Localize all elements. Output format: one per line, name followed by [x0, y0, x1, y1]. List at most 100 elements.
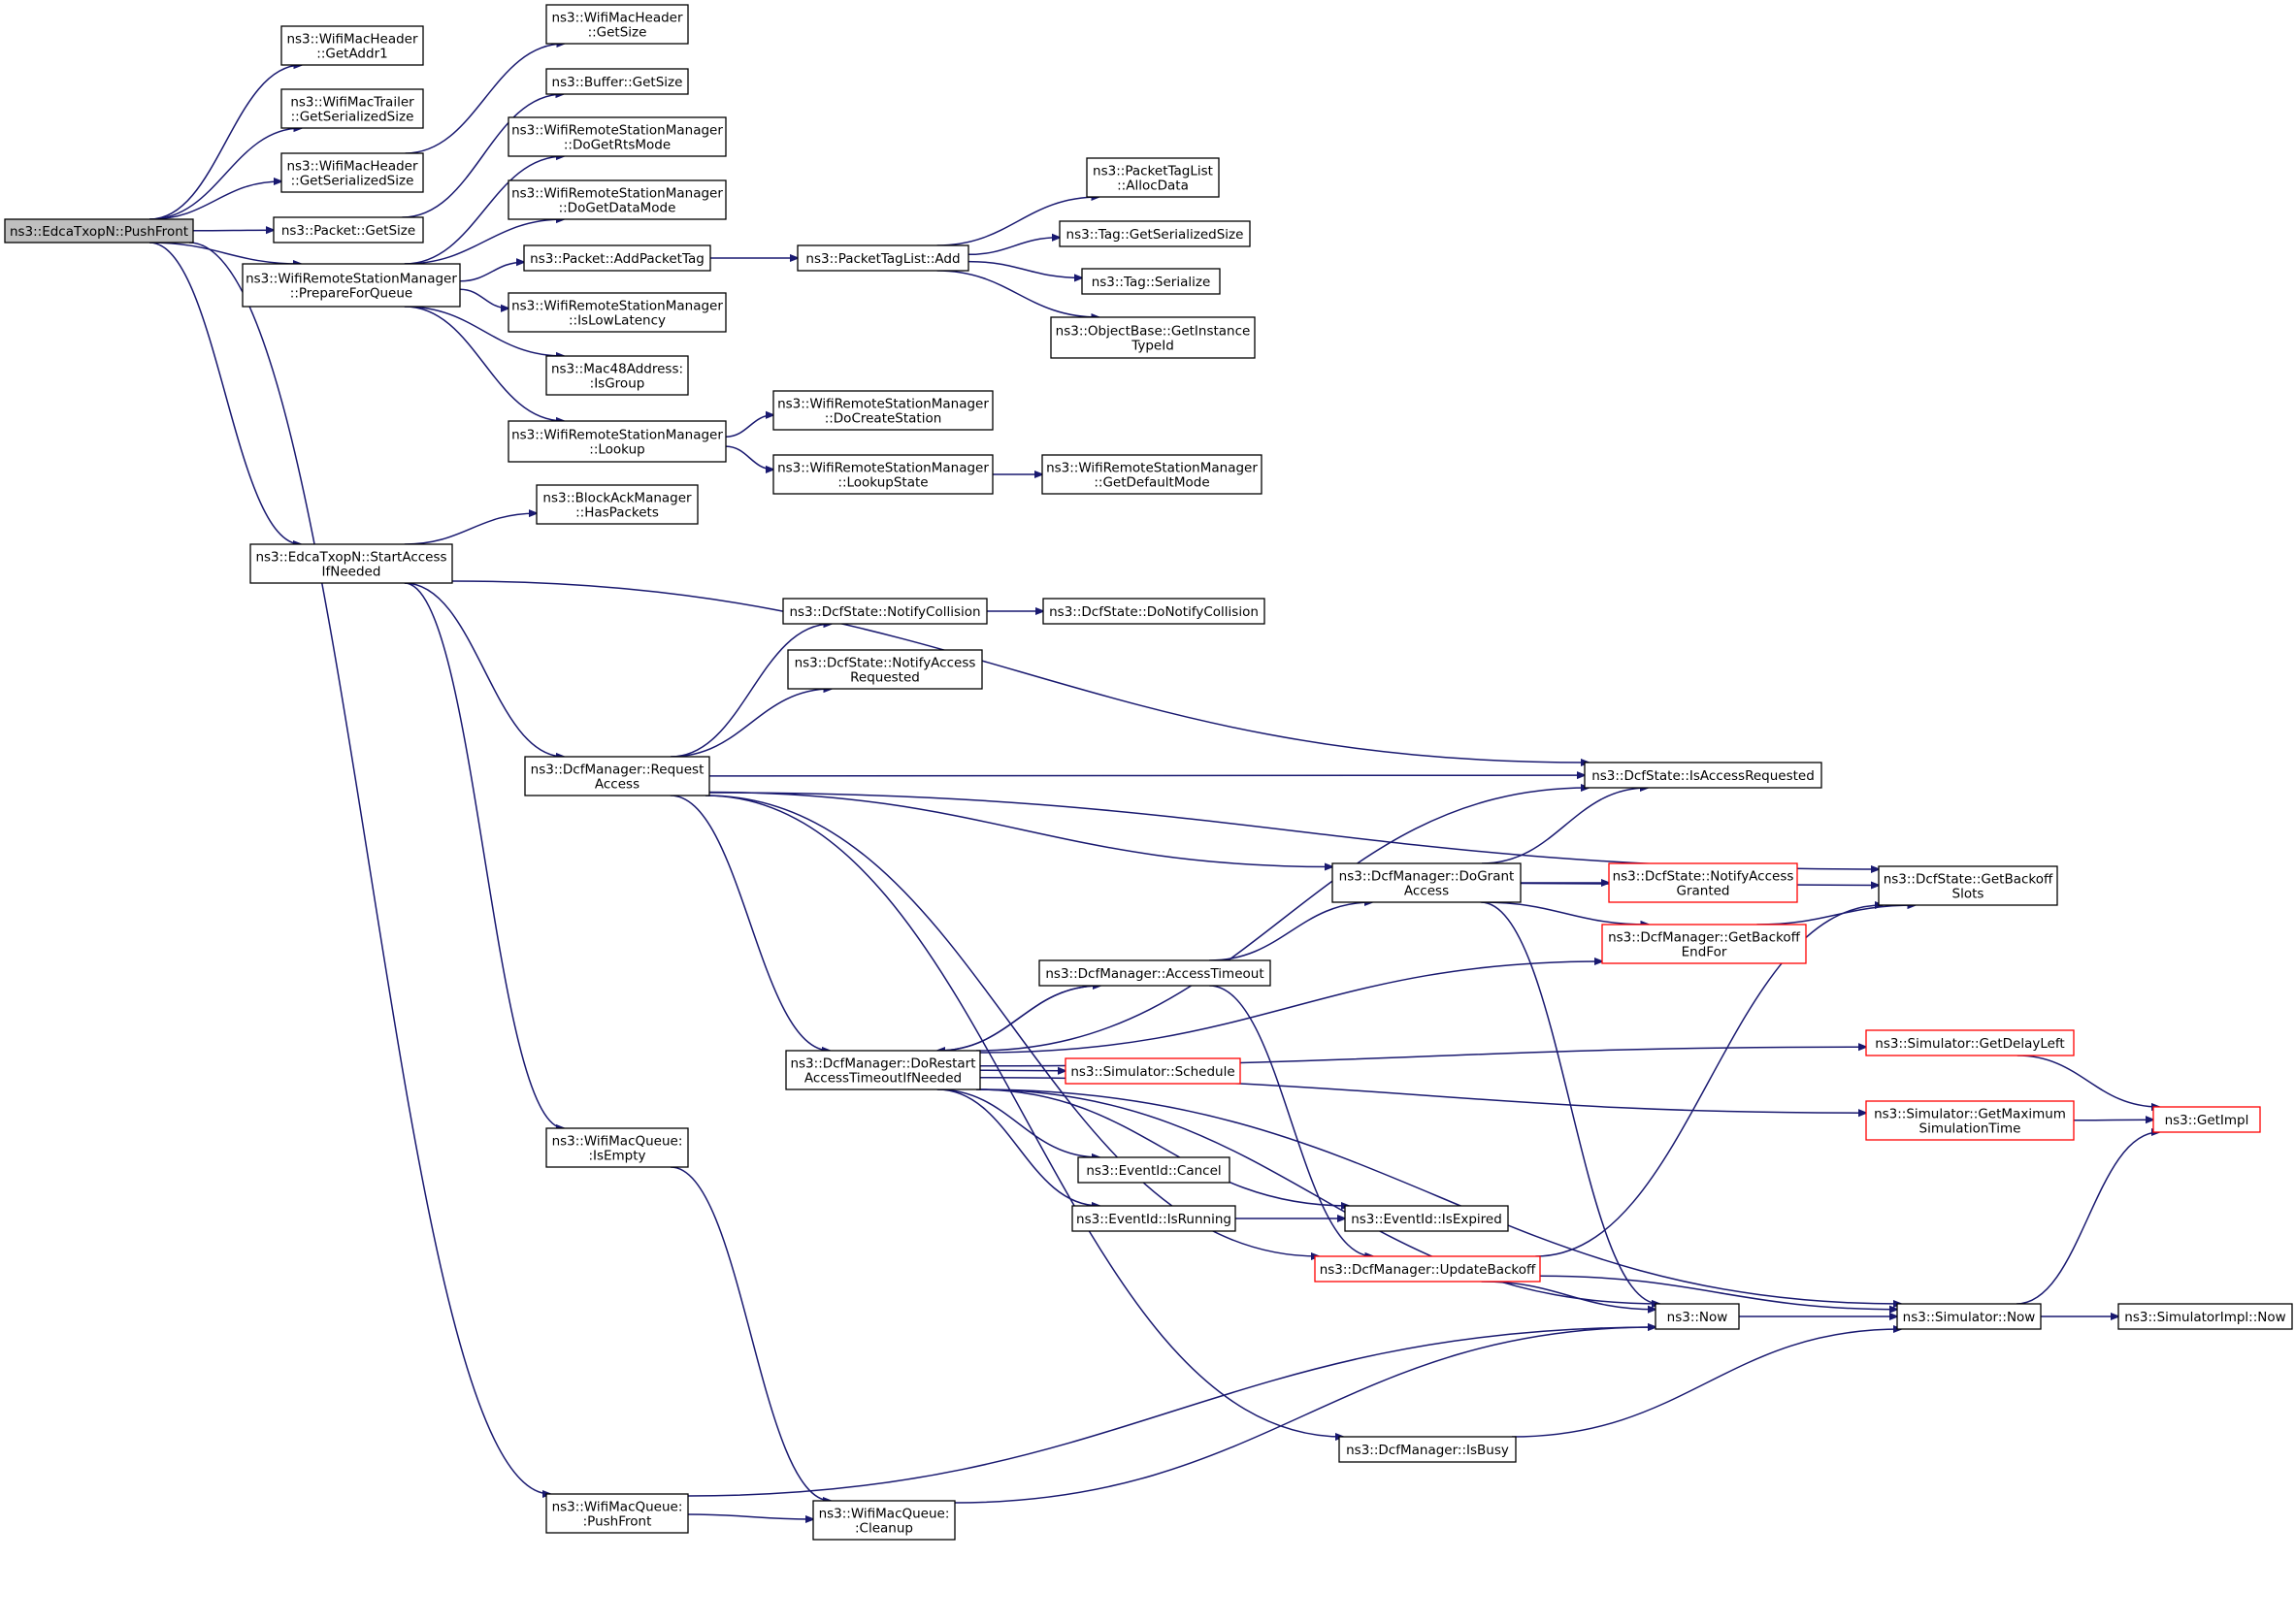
node-docreate[interactable]: ns3::WifiRemoteStationManager::DoCreateS…: [772, 390, 994, 431]
node-tag_size[interactable]: ns3::Tag::GetSerializedSize: [1059, 220, 1251, 247]
edge-requestaccess-to-notifycoll: [671, 624, 832, 758]
node-isbusy[interactable]: ns3::DcfManager::IsBusy: [1338, 1436, 1517, 1463]
node-dogetdata[interactable]: ns3::WifiRemoteStationManager::DoGetData…: [508, 179, 727, 220]
node-docreate-label: ::DoCreateStation: [825, 411, 942, 427]
node-dogetrts[interactable]: ns3::WifiRemoteStationManager::DoGetRtsM…: [508, 116, 727, 157]
node-getaddr1[interactable]: ns3::WifiMacHeader::GetAddr1: [280, 25, 424, 66]
node-isaccessreq[interactable]: ns3::DcfState::IsAccessRequested: [1584, 762, 1822, 789]
node-lookupstate[interactable]: ns3::WifiRemoteStationManager::LookupSta…: [772, 454, 994, 495]
node-accesstimeout[interactable]: ns3::DcfManager::AccessTimeout: [1038, 959, 1271, 987]
node-dogrant-label: Access: [1404, 884, 1449, 899]
node-ptl_add-box: [797, 244, 969, 272]
node-updatebackoff[interactable]: ns3::DcfManager::UpdateBackoff: [1314, 1255, 1541, 1283]
node-ptl_add[interactable]: ns3::PacketTagList::Add: [797, 244, 969, 272]
edge-dorestart-to-simnow: [975, 1088, 1901, 1304]
edge-pkt_getsize-to-buf_getsize: [402, 94, 563, 218]
node-cleanup-label: :Cleanup: [855, 1521, 913, 1537]
node-implnow-label: ns3::SimulatorImpl::Now: [2124, 1310, 2285, 1325]
node-getdelayleft-box: [1865, 1029, 2075, 1056]
node-notifycoll[interactable]: ns3::DcfState::NotifyCollision: [782, 598, 988, 625]
node-ptl_alloc-box: [1086, 157, 1220, 198]
node-wmq_isempty-box: [545, 1127, 689, 1168]
node-evcancel-label: ns3::EventId::Cancel: [1086, 1163, 1221, 1179]
node-islowlat[interactable]: ns3::WifiRemoteStationManager::IsLowLate…: [508, 292, 727, 333]
node-ptl_alloc[interactable]: ns3::PacketTagList::AllocData: [1086, 157, 1220, 198]
edge-startaccess-to-isaccessreq: [451, 580, 1589, 763]
node-getdefmode-box: [1041, 454, 1262, 495]
node-evrunning[interactable]: ns3::EventId::IsRunning: [1071, 1205, 1236, 1232]
edge-dorestart-to-isaccessreq: [975, 788, 1589, 1052]
node-islowlat-box: [508, 292, 727, 333]
node-hasframes[interactable]: ns3::BlockAckManager::HasPackets: [536, 484, 699, 525]
node-hdr_getsize[interactable]: ns3::WifiMacHeader::GetSize: [545, 4, 689, 45]
node-donotifycoll[interactable]: ns3::DcfState::DoNotifyCollision: [1042, 598, 1265, 625]
node-notifyaccessreq-label: Requested: [850, 670, 920, 686]
node-getdelayleft[interactable]: ns3::Simulator::GetDelayLeft: [1865, 1029, 2075, 1056]
edge-isbusy-to-simnow: [1511, 1329, 1901, 1438]
node-notifygranted-label: Granted: [1676, 884, 1729, 899]
node-now-label: ns3::Now: [1667, 1310, 1728, 1325]
node-getaddr1-box: [280, 25, 424, 66]
edge-pushfront-to-startaccess: [148, 242, 301, 544]
edge-cleanup-to-now: [954, 1327, 1656, 1504]
edge-requestaccess-to-dorestart: [670, 795, 830, 1051]
node-lookup[interactable]: ns3::WifiRemoteStationManager::Lookup: [508, 420, 727, 463]
node-implnow[interactable]: ns3::SimulatorImpl::Now: [2117, 1303, 2293, 1330]
edge-dogrant-to-getbackoffend: [1482, 901, 1649, 925]
node-dogetdata-label: ::DoGetDataMode: [559, 201, 676, 216]
node-islowlat-label: ::IsLowLatency: [569, 313, 666, 329]
node-getinstance-label: TypeId: [1131, 339, 1174, 354]
node-getdefmode[interactable]: ns3::WifiRemoteStationManager::GetDefaul…: [1041, 454, 1262, 495]
node-getimpl[interactable]: ns3::GetImpl: [2152, 1106, 2261, 1133]
edge-startaccess-to-wmq_isempty: [404, 582, 564, 1128]
node-isgroup[interactable]: ns3::Mac48Address::IsGroup: [545, 355, 689, 396]
node-getaddr1-label: ::GetAddr1: [316, 47, 387, 62]
node-cleanup[interactable]: ns3::WifiMacQueue::Cleanup: [812, 1500, 956, 1541]
node-getinstance-box: [1050, 316, 1256, 359]
node-wmq_pushfront-label: ns3::WifiMacQueue:: [552, 1500, 683, 1515]
node-simnow[interactable]: ns3::Simulator::Now: [1896, 1303, 2042, 1330]
node-dogetrts-box: [508, 116, 727, 157]
node-pkt_getsize[interactable]: ns3::Packet::GetSize: [273, 216, 424, 244]
edge-dorestart-to-accesstimeout: [936, 986, 1100, 1052]
edge-dorestart-to-getbackoffend: [979, 961, 1602, 1054]
node-notifygranted-label: ns3::DcfState::NotifyAccess: [1613, 869, 1794, 885]
node-tag_ser[interactable]: ns3::Tag::Serialize: [1081, 268, 1221, 295]
node-prepare[interactable]: ns3::WifiRemoteStationManager::PrepareFo…: [242, 263, 461, 308]
node-hdr_size[interactable]: ns3::WifiMacHeader::GetSerializedSize: [280, 152, 424, 193]
node-addpackettag-label: ns3::Packet::AddPacketTag: [530, 251, 705, 267]
edge-requestaccess-to-isaccessreq: [708, 775, 1585, 776]
node-ptl_alloc-label: ::AllocData: [1117, 179, 1189, 194]
node-isbusy-box: [1338, 1436, 1517, 1463]
node-evcancel[interactable]: ns3::EventId::Cancel: [1077, 1156, 1230, 1184]
node-wmq_pushfront[interactable]: ns3::WifiMacQueue::PushFront: [545, 1493, 689, 1534]
edge-dorestart-to-now: [975, 1088, 1659, 1304]
node-dorestart-label: AccessTimeoutIfNeeded: [804, 1071, 962, 1087]
node-sched[interactable]: ns3::Simulator::Schedule: [1065, 1057, 1241, 1085]
node-hasframes-label: ns3::BlockAckManager: [542, 491, 692, 506]
node-tag_ser-label: ns3::Tag::Serialize: [1092, 275, 1211, 290]
node-trailer_size[interactable]: ns3::WifiMacTrailer::GetSerializedSize: [280, 88, 424, 129]
edge-dorestart-to-evrunning: [936, 1088, 1099, 1206]
node-wmq_isempty[interactable]: ns3::WifiMacQueue::IsEmpty: [545, 1127, 689, 1168]
node-trailer_size-label: ::GetSerializedSize: [291, 110, 414, 125]
node-pushfront[interactable]: ns3::EdcaTxopN::PushFront: [4, 218, 194, 244]
node-evexpired[interactable]: ns3::EventId::IsExpired: [1344, 1205, 1509, 1232]
node-now[interactable]: ns3::Now: [1655, 1303, 1740, 1330]
node-trailer_size-box: [280, 88, 424, 129]
edge-getbackoffend-to-getbackoffslots: [1756, 905, 1915, 926]
node-dorestart[interactable]: ns3::DcfManager::DoRestartAccessTimeoutI…: [785, 1050, 981, 1090]
node-lookup-box: [508, 420, 727, 463]
node-addpackettag[interactable]: ns3::Packet::AddPacketTag: [523, 244, 711, 272]
node-dogetdata-label: ns3::WifiRemoteStationManager: [511, 186, 723, 202]
node-buf_getsize[interactable]: ns3::Buffer::GetSize: [545, 68, 689, 95]
